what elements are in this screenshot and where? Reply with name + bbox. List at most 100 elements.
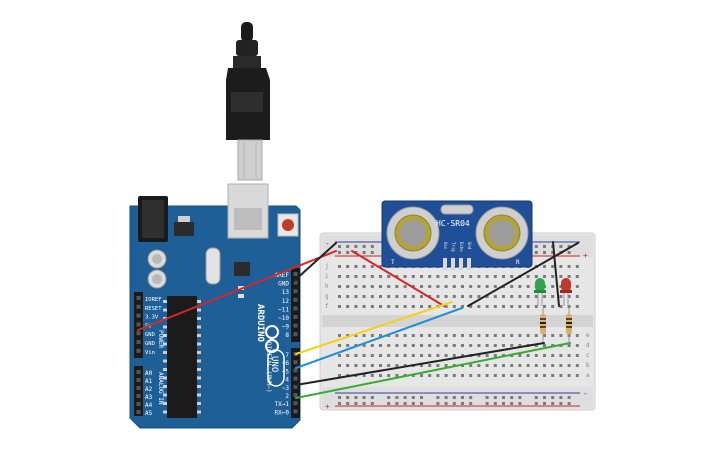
breadboard-hole <box>510 334 514 337</box>
atmega-chip <box>167 296 197 418</box>
breadboard-hole <box>559 265 563 268</box>
breadboard-hole <box>493 354 497 357</box>
svg-text:j: j <box>325 263 329 270</box>
breadboard-hole <box>493 285 497 288</box>
breadboard-hole <box>485 334 489 337</box>
breadboard-hole <box>338 245 341 248</box>
breadboard-hole <box>354 285 358 288</box>
breadboard-hole <box>477 305 481 308</box>
breadboard-hole <box>395 334 399 337</box>
breadboard-hole <box>510 374 514 377</box>
breadboard-hole <box>534 251 538 254</box>
breadboard-hole <box>346 396 350 399</box>
breadboard-hole <box>354 245 358 248</box>
breadboard-hole <box>338 374 341 377</box>
breadboard-hole <box>551 305 555 308</box>
header-pin <box>136 331 141 336</box>
breadboard-hole <box>493 305 497 308</box>
breadboard-hole <box>420 354 423 357</box>
breadboard-hole <box>395 396 399 399</box>
svg-text:Trig: Trig <box>451 242 456 252</box>
chip-pin <box>163 325 167 329</box>
breadboard-hole <box>543 374 546 377</box>
breadboard-hole <box>387 374 391 377</box>
row-letters-top: j i h g f <box>325 263 329 310</box>
breadboard-hole <box>543 364 546 367</box>
breadboard-hole <box>551 285 555 288</box>
breadboard-hole <box>567 354 571 357</box>
chip-pin <box>197 325 201 329</box>
breadboard-hole <box>395 305 399 308</box>
breadboard-hole <box>502 275 505 278</box>
breadboard-hole <box>502 305 505 308</box>
breadboard-hole <box>534 344 538 347</box>
breadboard-hole <box>362 265 366 268</box>
breadboard-hole <box>518 344 522 347</box>
breadboard-hole <box>338 295 341 298</box>
breadboard-hole <box>510 295 514 298</box>
breadboard-hole <box>338 402 341 405</box>
breadboard-hole <box>420 396 423 399</box>
sensor-crystal <box>440 204 474 215</box>
rail-minus-label-bottom: - <box>583 389 588 398</box>
breadboard-hole <box>477 295 481 298</box>
breadboard-hole <box>551 275 555 278</box>
chip-pin <box>163 376 167 380</box>
breadboard-hole <box>346 285 350 288</box>
breadboard-hole <box>526 275 530 278</box>
breadboard-hole <box>575 295 579 298</box>
header-pin <box>136 304 141 309</box>
breadboard-hole <box>559 334 563 337</box>
breadboard-hole <box>485 364 489 367</box>
breadboard-hole <box>461 275 464 278</box>
svg-text:h: h <box>325 283 329 290</box>
breadboard-hole <box>387 295 391 298</box>
breadboard-hole <box>354 334 358 337</box>
analog-pin-label: A1 <box>145 378 153 385</box>
svg-text:i: i <box>325 273 329 280</box>
breadboard-hole <box>567 344 571 347</box>
header-pin <box>293 332 298 337</box>
breadboard-hole <box>551 396 555 399</box>
breadboard-hole <box>575 364 579 367</box>
breadboard-hole <box>534 374 538 377</box>
breadboard-hole <box>436 334 440 337</box>
breadboard-hole <box>444 334 448 337</box>
breadboard-hole <box>534 402 538 405</box>
chip-pin <box>197 334 201 337</box>
chip-pin <box>197 385 201 388</box>
breadboard-hole <box>411 305 415 308</box>
chip-pin <box>163 402 167 405</box>
breadboard-hole <box>428 275 432 278</box>
svg-text:Vcc: Vcc <box>443 242 448 250</box>
chip-pin <box>197 393 201 397</box>
breadboard-hole <box>370 285 374 288</box>
breadboard-hole <box>346 402 350 405</box>
breadboard-hole <box>559 396 563 399</box>
breadboard-hole <box>575 285 579 288</box>
digital-pin-label: 4 <box>285 377 289 384</box>
breadboard-hole <box>526 374 530 377</box>
breadboard-hole <box>395 275 399 278</box>
breadboard-hole <box>551 295 555 298</box>
breadboard-hole <box>534 354 538 357</box>
analog-pin-label: A4 <box>145 402 153 409</box>
breadboard-hole <box>452 354 456 357</box>
breadboard-hole <box>575 305 579 308</box>
breadboard-hole <box>362 396 366 399</box>
breadboard-hole <box>534 334 538 337</box>
header-pin <box>136 296 141 300</box>
svg-text:g: g <box>325 293 329 300</box>
breadboard-hole <box>469 275 473 278</box>
breadboard-hole <box>559 295 563 298</box>
header-pin <box>293 360 298 365</box>
svg-text:Gnd: Gnd <box>467 242 472 250</box>
breadboard-hole <box>452 334 456 337</box>
digital-pin-label: GND <box>278 281 289 288</box>
digital-pin-label: ~6 <box>282 360 290 367</box>
power-pin-label: GND <box>145 332 155 338</box>
breadboard-hole <box>362 344 366 347</box>
breadboard-hole <box>444 402 448 405</box>
breadboard-hole <box>420 344 423 347</box>
breadboard-hole <box>444 305 448 308</box>
